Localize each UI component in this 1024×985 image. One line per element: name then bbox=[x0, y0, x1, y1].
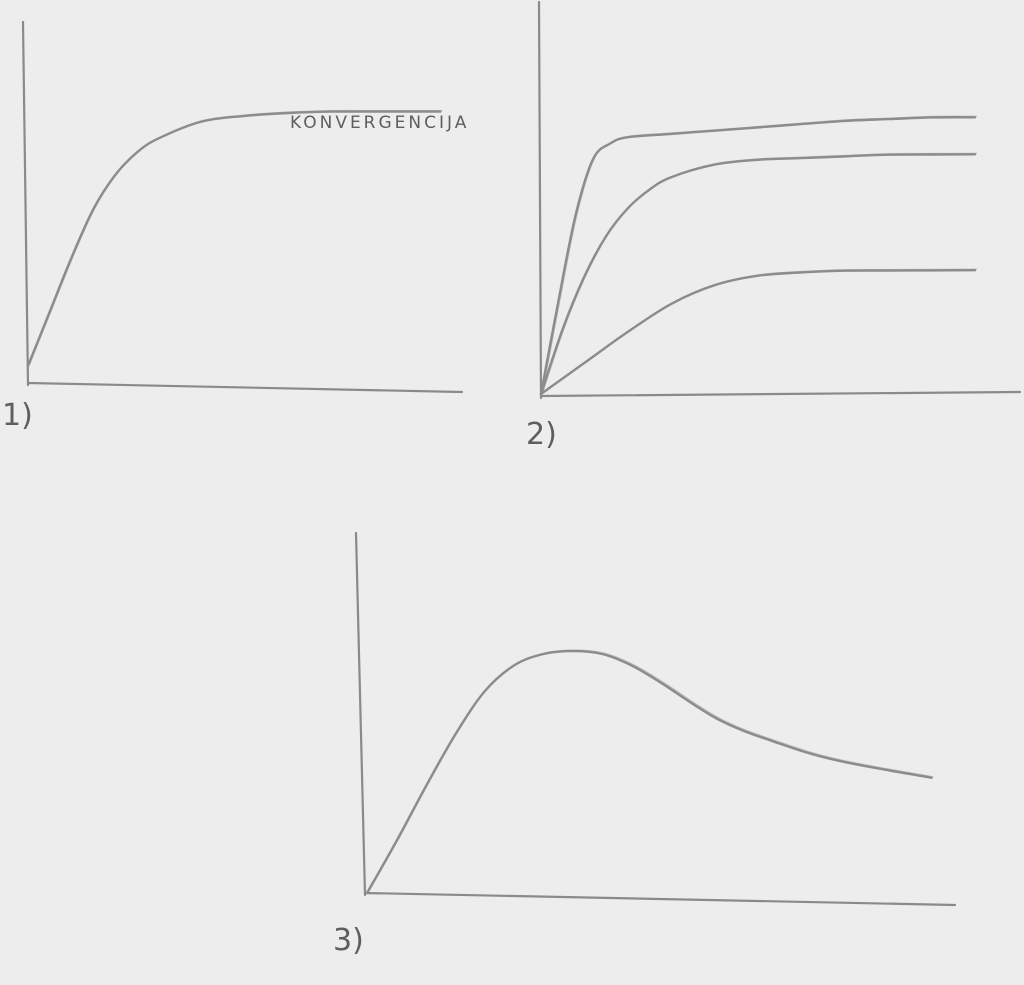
series-line-2-1-stroke bbox=[541, 115, 978, 394]
series-line-2-3 bbox=[539, 269, 977, 396]
y-axis-2 bbox=[537, 0, 543, 400]
series-layer-3 bbox=[365, 649, 934, 895]
y-axis-1 bbox=[21, 20, 30, 387]
series-line-1-1 bbox=[26, 110, 442, 367]
series-line-3-1-stroke bbox=[367, 649, 934, 893]
panel-label-3: 3) bbox=[333, 923, 364, 958]
series-line-2-3-stroke bbox=[541, 268, 978, 394]
series-line-2-1 bbox=[539, 116, 977, 396]
series-layer-1 bbox=[26, 109, 443, 367]
panel-label-2: 2) bbox=[526, 417, 557, 452]
annotation-konvergencija: KONVERGENCIJA bbox=[290, 113, 469, 133]
series-line-1-1-stroke bbox=[28, 109, 443, 366]
series-line-2-2 bbox=[539, 153, 977, 396]
y-axis-3 bbox=[354, 531, 367, 897]
chart-panel-2: 2) bbox=[526, 0, 1022, 452]
x-axis-3 bbox=[363, 891, 957, 907]
series-layer-2 bbox=[539, 115, 978, 396]
chart-panel-1: KONVERGENCIJA 1) bbox=[2, 20, 469, 433]
series-line-3-1 bbox=[365, 649, 933, 895]
panel-label-1: 1) bbox=[2, 398, 33, 433]
x-axis-1 bbox=[26, 381, 464, 394]
chart-panel-3: 3) bbox=[333, 531, 957, 958]
series-line-2-2-stroke bbox=[541, 152, 978, 394]
x-axis-2 bbox=[539, 390, 1022, 398]
